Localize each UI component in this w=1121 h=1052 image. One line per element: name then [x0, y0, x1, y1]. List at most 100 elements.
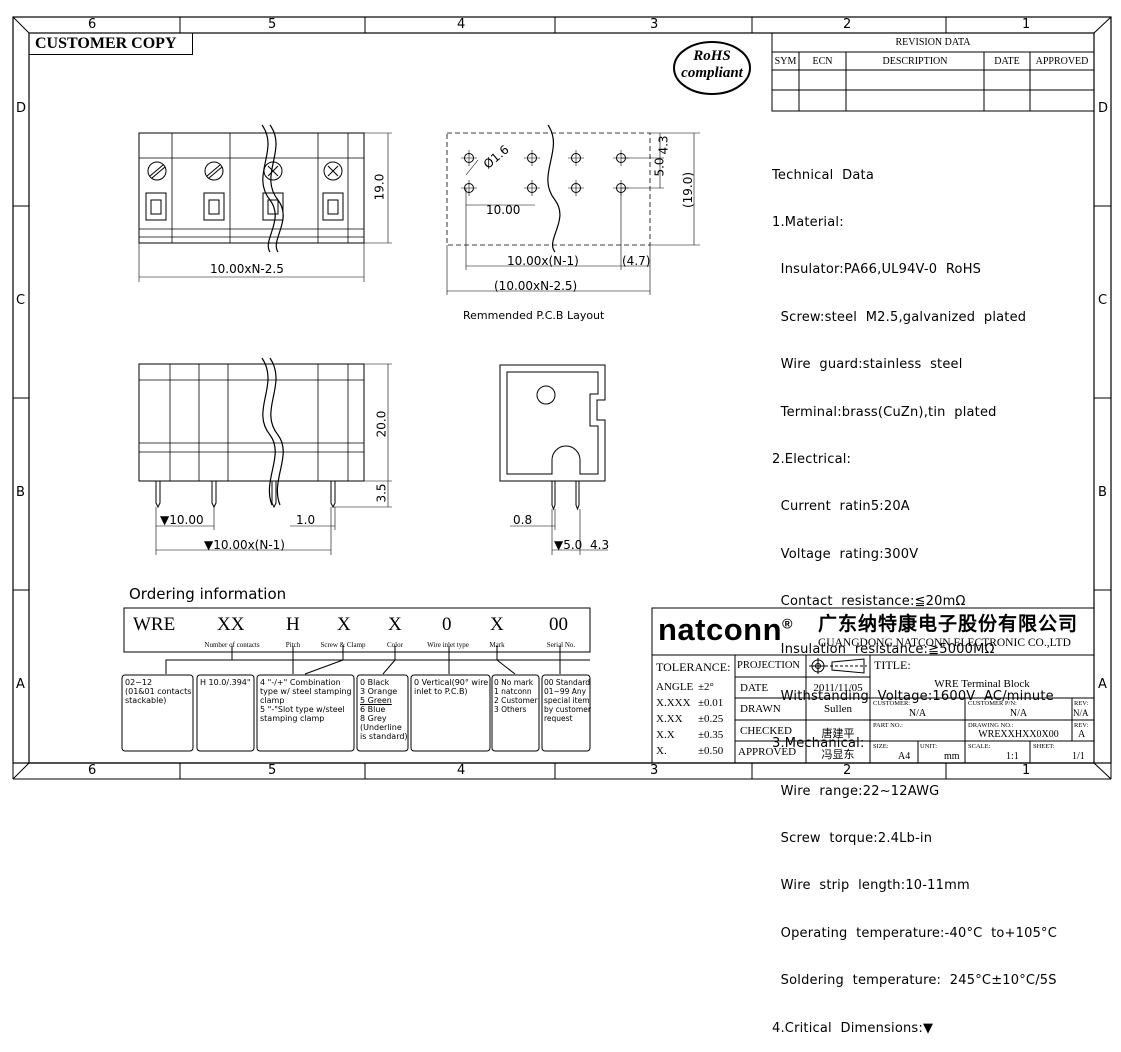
date-value: 2011/11/05 [813, 682, 863, 694]
order-code-contacts: XX [217, 614, 245, 635]
company-name-en: GUANGDONG NATCONN ELECTRONIC CO.,LTD [818, 637, 1071, 649]
note-line: request [544, 714, 573, 723]
drawing-no-label: DRAWING NO.: [968, 722, 1014, 729]
order-label-contacts: Number of contacts [204, 641, 260, 649]
tech-line: Operating temperature:-40°C to+105°C [772, 925, 1058, 941]
title-block-grid [651, 607, 1095, 764]
checked-label: CHECKED [740, 725, 792, 737]
col-marker-4-bottom: 4 [457, 763, 466, 778]
note-line: 6 Blue [360, 705, 386, 714]
scale-label: SCALE: [968, 743, 991, 750]
pcb-overall-dim: (10.00xN-2.5) [494, 279, 578, 293]
tech-line: Insulation resistance:≧5000MΩ [772, 641, 995, 657]
tol-x-key: X. [656, 745, 667, 757]
row-marker-a: A [16, 677, 25, 692]
order-note-pitch: H 10.0/.394" [200, 678, 251, 687]
col-marker-4: 4 [457, 17, 466, 32]
note-line: stamping clamp [260, 714, 325, 723]
note-line: 5 Green [360, 696, 392, 705]
pcb-layout [446, 124, 700, 295]
order-label-screw: Screw & Clamp [320, 641, 366, 649]
note-line: stackable) [125, 696, 167, 705]
tol-xx-value: ±0.35 [698, 729, 724, 741]
rohs-line-2: compliant [681, 65, 743, 81]
tol-x-value: ±0.50 [698, 745, 724, 757]
order-note-contacts: 02~12 (01&01 contacts stackable) [125, 678, 191, 705]
tech-line: Screw torque:2.4Lb-in [772, 831, 933, 847]
row-marker-c-right: C [1098, 293, 1108, 308]
tech-line: Withstanding Voltage:1600V AC/minute [772, 688, 1054, 704]
customer-copy-label: CUSTOMER COPY [29, 33, 193, 55]
note-line: 4 "-/+" Combination [260, 678, 341, 687]
note-line: 00 Standard [544, 678, 591, 687]
projection-label: PROJECTION [737, 660, 801, 671]
front-view-pin-length-dim: 3.5 [374, 483, 389, 503]
col-marker-2-bottom: 2 [843, 763, 852, 778]
note-line: special item [544, 696, 590, 705]
order-label-serial: Serial No. [546, 641, 576, 649]
note-line: 5 "-"Slot type w/steel [260, 705, 345, 714]
tol-xxx-key: X.XX [656, 713, 683, 725]
registered-mark: ® [782, 615, 793, 632]
front-view-span-dim: ▼10.00x(N-1) [204, 538, 285, 552]
side-view-dim-b: 4.3 [590, 538, 610, 552]
tech-line: 3.Mechanical: [772, 736, 865, 752]
col-marker-1-bottom: 1 [1022, 763, 1031, 778]
pcb-edge-dim: 4.3 [656, 135, 671, 155]
row-marker-d: D [16, 101, 27, 116]
tech-line: Voltage rating:300V [772, 546, 919, 562]
row-marker-b: B [16, 485, 25, 500]
brand-name: natconn [658, 612, 783, 647]
note-line: 8 Grey [360, 714, 387, 723]
tol-xx-key: X.X [656, 729, 675, 741]
tech-line: Wire strip length:10-11mm [772, 878, 970, 894]
order-label-mark: Mark [489, 641, 505, 649]
note-line: is standard) [360, 732, 408, 741]
note-line: type w/ steel stamping [260, 687, 352, 696]
technical-data-title: Technical Data [772, 167, 874, 183]
order-note-inlet: 0 Vertical(90° wire inlet to P.C.B) [414, 678, 488, 696]
note-line: 3 Others [494, 705, 527, 714]
rohs-badge: RoHS compliant [674, 48, 750, 82]
tech-line: Soldering temperature: 245°C±10°C/5S [772, 973, 1057, 989]
row-marker-b-right: B [1098, 485, 1107, 500]
rohs-line-1: RoHS [693, 48, 731, 64]
top-view [138, 124, 392, 282]
revision-header-ecn: ECN [812, 56, 833, 67]
order-label-inlet: Wire inlet type [427, 641, 469, 649]
tech-line: 4.Critical Dimensions:▼ [772, 1020, 934, 1036]
drawn-label: DRAWN [740, 703, 781, 715]
rev-label-2: REV: [1074, 722, 1089, 729]
note-line: 1 natconn [494, 687, 532, 696]
pcb-end-dim: (4.7) [622, 254, 651, 268]
col-marker-5-bottom: 5 [268, 763, 277, 778]
unit-value: mm [944, 751, 960, 762]
row-marker-d-right: D [1098, 101, 1109, 116]
tech-line: Contact resistance:≦20mΩ [772, 594, 966, 610]
rev-label-1: REV: [1074, 700, 1089, 707]
col-marker-3-bottom: 3 [650, 763, 659, 778]
approved-value: 冯显东 [821, 749, 855, 761]
tech-line: Screw:steel M2.5,galvanized plated [772, 309, 1027, 325]
unit-label: UNIT: [920, 743, 938, 750]
note-line: by customer [544, 705, 591, 714]
pcb-layout-caption: Remmended P.C.B Layout [463, 309, 605, 322]
drawing-title: WRE Terminal Block [934, 678, 1030, 690]
checked-value: 唐建平 [821, 728, 855, 740]
tech-line: Insulator:PA66,UL94V-0 RoHS [772, 262, 982, 278]
tol-xxxx-value: ±0.01 [698, 697, 724, 709]
size-value: A4 [898, 751, 911, 762]
order-code-prefix: WRE [133, 614, 176, 635]
row-marker-a-right: A [1098, 677, 1107, 692]
note-line: 0 Black [360, 678, 390, 687]
tech-line: Wire guard:stainless steel [772, 357, 963, 373]
top-view-height-dim: 19.0 [372, 173, 387, 201]
order-code-inlet: 0 [442, 614, 452, 635]
note-line: 3 Orange [360, 687, 398, 696]
note-line: 2 Customer [494, 696, 538, 705]
row-marker-c: C [16, 293, 26, 308]
top-view-width-dim: 10.00xN-2.5 [210, 262, 284, 276]
order-label-color: Color [387, 641, 403, 649]
technical-data: Technical Data 1.Material: Insulator:PA6… [772, 136, 1057, 1052]
tech-line: Terminal:brass(CuZn),tin plated [772, 404, 997, 420]
